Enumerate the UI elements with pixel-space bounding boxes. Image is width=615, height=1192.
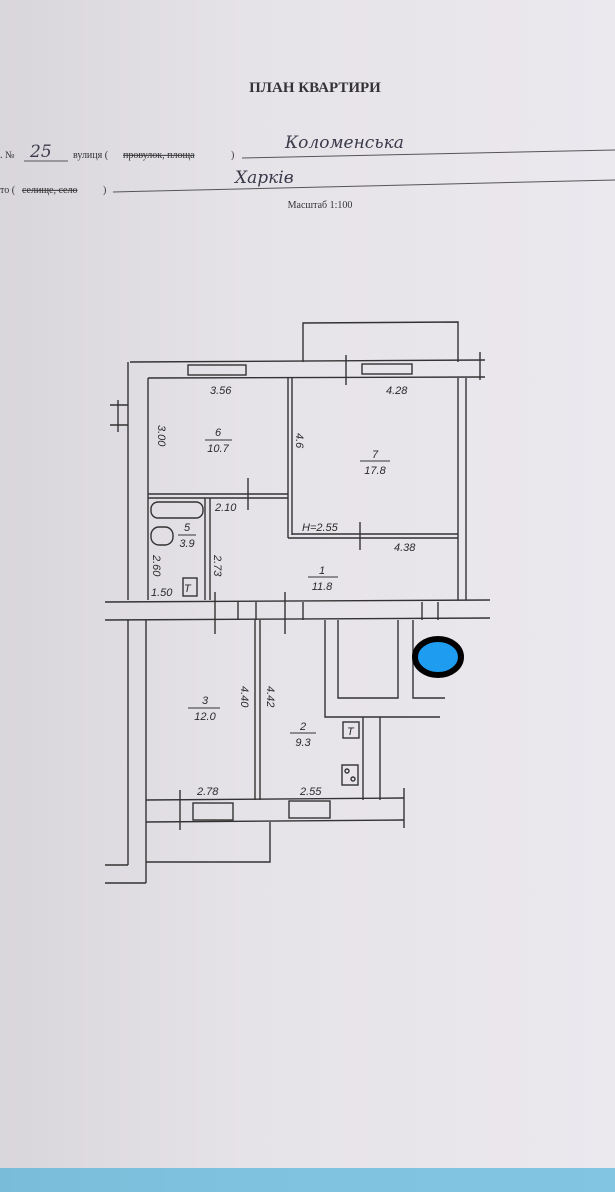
water-heater-symbol xyxy=(342,721,360,739)
window xyxy=(192,802,234,821)
room-labels: 6 10.7 7 17.8 5 3.9 1 11.8 3 12.0 2 9.3 xyxy=(178,427,390,749)
balcony xyxy=(302,321,459,362)
dim-3-56: 3.56 xyxy=(210,385,232,397)
dim-1-50: 1.50 xyxy=(151,587,173,599)
room-1-number: 1 xyxy=(319,565,325,577)
room-2-number: 2 xyxy=(299,721,306,733)
city-label: то ( xyxy=(0,185,16,196)
city-label-end: ) xyxy=(103,185,106,196)
boiler-symbol xyxy=(182,577,198,597)
city-value: Харків xyxy=(233,168,294,188)
loggia xyxy=(146,822,271,863)
room-5-area: 3.9 xyxy=(179,538,194,550)
window xyxy=(361,363,413,375)
water-heater-label: T xyxy=(347,726,355,738)
dim-2-60: 2.60 xyxy=(150,554,162,577)
dim-4-28: 4.28 xyxy=(386,385,408,397)
toilet xyxy=(150,526,174,546)
street-label: вулиця ( xyxy=(73,150,109,161)
room-7-number: 7 xyxy=(372,449,379,461)
street-struck-text: провулок, площа xyxy=(123,150,195,161)
dim-2-10: 2.10 xyxy=(214,502,237,514)
street-value: Коломенська xyxy=(284,133,404,153)
room-2-area: 9.3 xyxy=(295,737,311,749)
room-3-number: 3 xyxy=(202,695,209,707)
room-3-area: 12.0 xyxy=(194,711,216,723)
room-5-number: 5 xyxy=(184,522,191,534)
scale-label: Масштаб 1:100 xyxy=(288,200,353,211)
dim-2-73: 2.73 xyxy=(211,554,223,577)
room-6-area: 10.7 xyxy=(207,443,229,455)
dim-4-42: 4.42 xyxy=(264,686,276,707)
bathtub xyxy=(150,501,204,519)
city-struck-text: селище, село xyxy=(22,185,77,196)
ceiling-height: H=2.55 xyxy=(302,522,339,534)
dim-2-78: 2.78 xyxy=(196,786,219,798)
dim-4-6: 4.6 xyxy=(293,433,305,449)
room-7-area: 17.8 xyxy=(364,465,386,477)
dim-2-55: 2.55 xyxy=(299,786,322,798)
window xyxy=(288,800,331,819)
room-6-number: 6 xyxy=(215,427,222,439)
house-number-value: 25 xyxy=(29,142,52,162)
house-number-label: . № xyxy=(0,150,15,161)
dimension-labels: 3.56 4.28 3.00 4.6 2.10 H=2.55 4.38 2.60… xyxy=(150,385,416,798)
room-1-area: 11.8 xyxy=(312,581,333,593)
plan-walls xyxy=(104,321,491,884)
street-underline xyxy=(241,149,615,159)
location-marker[interactable] xyxy=(412,636,464,678)
dim-4-40: 4.40 xyxy=(238,686,250,708)
window xyxy=(187,364,247,376)
street-label-end: ) xyxy=(231,150,234,161)
city-underline xyxy=(112,179,615,193)
document-title: ПЛАН КВАРТИРИ xyxy=(249,80,381,96)
dim-3-00: 3.00 xyxy=(155,425,167,447)
dim-4-38: 4.38 xyxy=(394,542,416,554)
boiler-label: T xyxy=(184,583,192,595)
plastic-sleeve-edge xyxy=(0,1168,615,1192)
stove-icon xyxy=(341,764,359,786)
